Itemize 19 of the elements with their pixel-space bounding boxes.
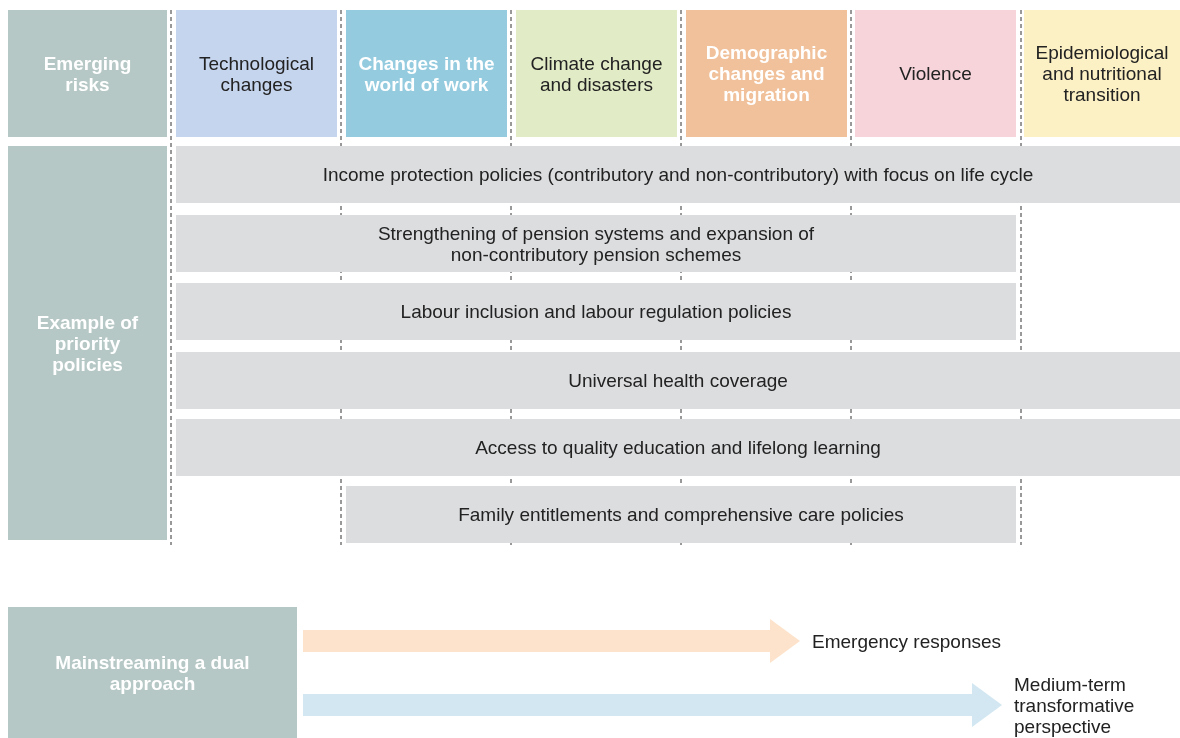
arrow-label: Emergency responses	[812, 630, 1002, 652]
block-arrow	[303, 683, 1002, 727]
policy-bar: Universal health coverage	[176, 352, 1180, 409]
column-heading: Demographic changes and migration	[686, 10, 847, 137]
column-heading: Changes in the world of work	[346, 10, 507, 137]
policy-bar: Access to quality education and lifelong learning	[176, 419, 1180, 476]
policy-bar: Strengthening of pension systems and expansion of non-contributory pension schemes	[176, 215, 1016, 272]
column-heading: Technological changes	[176, 10, 337, 137]
column-heading: Climate change and disasters	[516, 10, 677, 137]
column-heading: Epidemiological and nutritional transition	[1024, 10, 1180, 137]
policy-bar: Labour inclusion and labour regulation policies	[176, 283, 1016, 340]
row-heading: Example of priority policies	[8, 146, 167, 540]
row-heading: Emerging risks	[8, 10, 167, 137]
policy-bar: Family entitlements and comprehensive care policies	[346, 486, 1016, 543]
arrow-label: Medium-term transformative perspective	[1014, 673, 1136, 737]
approach-box: Mainstreaming a dual approach	[8, 607, 297, 738]
policy-bar: Income protection policies (contributory and non-contributory) with focus on life cycle	[176, 146, 1180, 203]
column-heading: Violence	[855, 10, 1016, 137]
block-arrow	[303, 619, 800, 663]
